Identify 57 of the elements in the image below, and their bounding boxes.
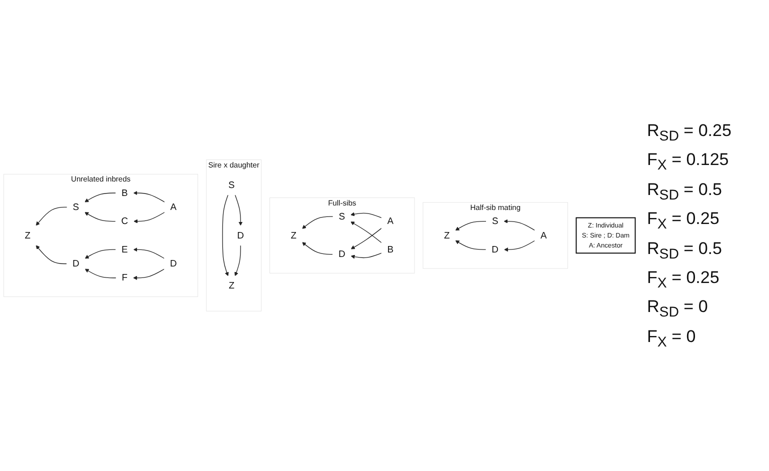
arrow	[36, 245, 68, 264]
node-text: A	[387, 216, 394, 227]
arrow	[84, 268, 116, 278]
arrow	[350, 222, 382, 244]
node-text: D	[72, 258, 80, 269]
node-text: Z	[444, 230, 450, 241]
node-text: D	[237, 230, 244, 241]
node-text: F	[122, 272, 128, 284]
node-text: S	[338, 211, 345, 222]
node-text: A	[170, 202, 177, 212]
node-box	[576, 217, 636, 254]
arrow	[234, 245, 241, 276]
arrow	[455, 221, 487, 231]
coefficient-label: F$_{X}$ = 0.125	[647, 150, 730, 174]
cluster	[206, 160, 262, 312]
arrow	[133, 268, 165, 280]
coefficient-label: R$_{SD}$ = 0	[647, 297, 709, 321]
arrow	[302, 216, 334, 229]
node-text: S	[492, 216, 498, 227]
coefficient-label: R$_{SD}$ = 0.25	[647, 120, 732, 144]
arrow	[350, 228, 382, 250]
node-text: B	[387, 244, 394, 255]
node-text: A	[540, 230, 547, 241]
node-text: B	[122, 188, 128, 198]
coefficient-label: F$_{X}$ = 0	[647, 326, 697, 350]
arrow	[504, 219, 536, 231]
arrow	[302, 242, 334, 255]
arrow	[84, 249, 116, 259]
cluster	[422, 202, 568, 269]
arrow	[134, 212, 165, 224]
arrow	[36, 206, 68, 226]
node-text: D	[170, 258, 177, 269]
arrow	[133, 248, 165, 259]
coefficient-label: F$_{X}$ = 0.25	[647, 209, 720, 232]
cluster	[4, 174, 198, 298]
node-text: S	[72, 202, 80, 212]
node-text: E	[122, 244, 128, 255]
node-text: D	[338, 249, 346, 260]
node-text: S	[228, 180, 235, 190]
arrow	[84, 212, 116, 222]
arrow	[504, 240, 536, 252]
node-text: Z	[24, 230, 31, 241]
arrow	[222, 194, 229, 276]
coefficient-label: R$_{SD}$ = 0.5	[647, 180, 723, 204]
arrow	[455, 240, 486, 250]
arrow	[350, 212, 382, 218]
arrow	[133, 190, 165, 202]
arrow	[350, 252, 382, 259]
cluster	[270, 198, 415, 274]
arrow	[234, 194, 243, 226]
node-text: Z	[290, 230, 296, 241]
coefficient-label: R$_{SD}$ = 0.5	[647, 238, 723, 262]
coefficient-label: F$_{X}$ = 0.25	[647, 268, 720, 292]
node-text: Z	[228, 280, 234, 292]
node-text: D	[492, 244, 498, 255]
node-text: C	[121, 216, 128, 227]
arrow	[84, 192, 116, 202]
